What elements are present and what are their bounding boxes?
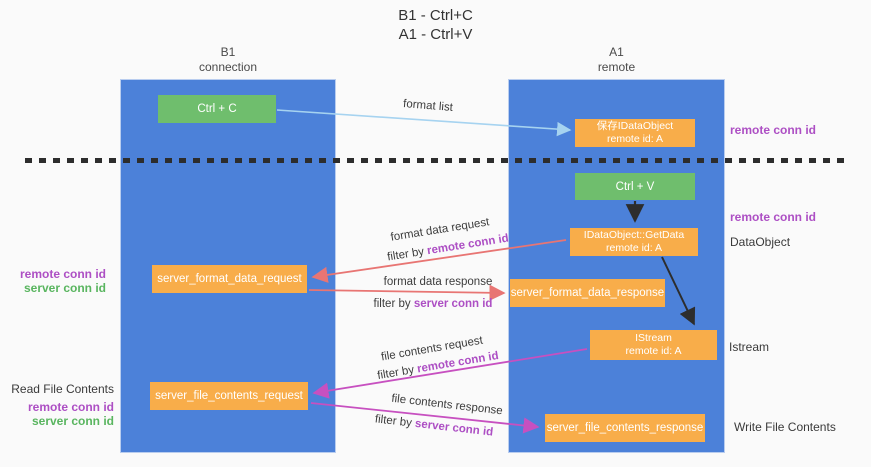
- lane-a1-role: remote: [597, 60, 636, 74]
- node-save-idataobject: 保存IDataObject remote id: A: [575, 119, 695, 147]
- annotation-read-file-contents: Read File Contents: [11, 382, 114, 396]
- annotation-server-conn-id-left: server conn id: [23, 281, 106, 295]
- annotation-server-conn-id-bottom: server conn id: [31, 414, 114, 428]
- node-save-idataobject-line1: 保存IDataObject: [596, 120, 674, 132]
- annotation-istream: Istream: [729, 340, 770, 354]
- node-save-idataobject-line2: remote id: A: [606, 133, 664, 145]
- annotation-remote-conn-id-top: remote conn id: [730, 123, 817, 137]
- session-separator-line: [25, 158, 847, 163]
- filter-by-text: filter by: [376, 364, 416, 383]
- lane-b1-role: connection: [198, 60, 258, 74]
- annotation-write-file-contents: Write File Contents: [734, 420, 836, 434]
- node-idataobject-getdata-line2: remote id: A: [605, 242, 663, 254]
- label-format-list: format list: [402, 98, 454, 114]
- annotation-remote-conn-id-bottom: remote conn id: [27, 400, 114, 414]
- node-ctrl-v: Ctrl + V: [575, 173, 695, 200]
- lane-header-a1: A1 remote: [508, 45, 725, 75]
- label-file-contents-response: file contents response: [390, 392, 504, 418]
- lane-b1-name: B1: [220, 45, 236, 59]
- node-istream-line2: remote id: A: [625, 345, 682, 357]
- label-format-data-response-filter: filter by server conn id: [374, 298, 493, 310]
- filter-by-text: filter by: [374, 413, 413, 430]
- node-server-file-contents-response: server_file_contents_response: [545, 414, 705, 442]
- arrow-format-data-response: [308, 284, 506, 301]
- filter-by-text: filter by: [386, 245, 425, 264]
- node-server-format-data-request: server_format_data_request: [152, 265, 307, 293]
- node-server-file-contents-request: server_file_contents_request: [150, 382, 308, 410]
- title-line-2: A1 - Ctrl+V: [398, 26, 473, 43]
- node-ctrl-c-label: Ctrl + C: [197, 103, 237, 115]
- node-idataobject-getdata-line1: IDataObject::GetData: [583, 229, 685, 241]
- annotation-block-format-request: remote conn id server conn id: [0, 267, 106, 295]
- node-istream: IStream remote id: A: [590, 330, 717, 360]
- node-server-format-data-response: server_format_data_response: [510, 279, 665, 307]
- server-conn-id-key: server conn id: [414, 417, 494, 439]
- server-conn-id-key: server conn id: [413, 298, 493, 310]
- node-server-format-data-response-label: server_format_data_response: [510, 287, 665, 299]
- label-format-data-response: format data response: [383, 276, 493, 288]
- node-server-format-data-request-label: server_format_data_request: [157, 273, 302, 285]
- title-line-1: B1 - Ctrl+C: [398, 7, 473, 24]
- diagram-title: B1 - Ctrl+C A1 - Ctrl+V: [0, 6, 871, 44]
- node-ctrl-v-label: Ctrl + V: [615, 180, 655, 193]
- annotation-remote-conn-id-left: remote conn id: [19, 267, 106, 281]
- filter-by-text: filter by: [373, 298, 411, 310]
- annotation-dataobject: DataObject: [730, 235, 791, 249]
- node-server-file-contents-response-label: server_file_contents_response: [546, 422, 704, 434]
- lane-a1-name: A1: [609, 45, 624, 59]
- label-file-contents-response-filter: filter by server conn id: [374, 413, 494, 438]
- node-server-file-contents-request-label: server_file_contents_request: [155, 390, 303, 402]
- annotation-remote-conn-id-mid: remote conn id: [730, 210, 817, 224]
- node-ctrl-c: Ctrl + C: [158, 95, 276, 123]
- lane-header-b1: B1 connection: [120, 45, 336, 75]
- node-idataobject-getdata: IDataObject::GetData remote id: A: [570, 228, 698, 256]
- node-istream-line1: IStream: [635, 332, 672, 344]
- annotation-block-file-request: Read File Contents remote conn id server…: [0, 382, 114, 428]
